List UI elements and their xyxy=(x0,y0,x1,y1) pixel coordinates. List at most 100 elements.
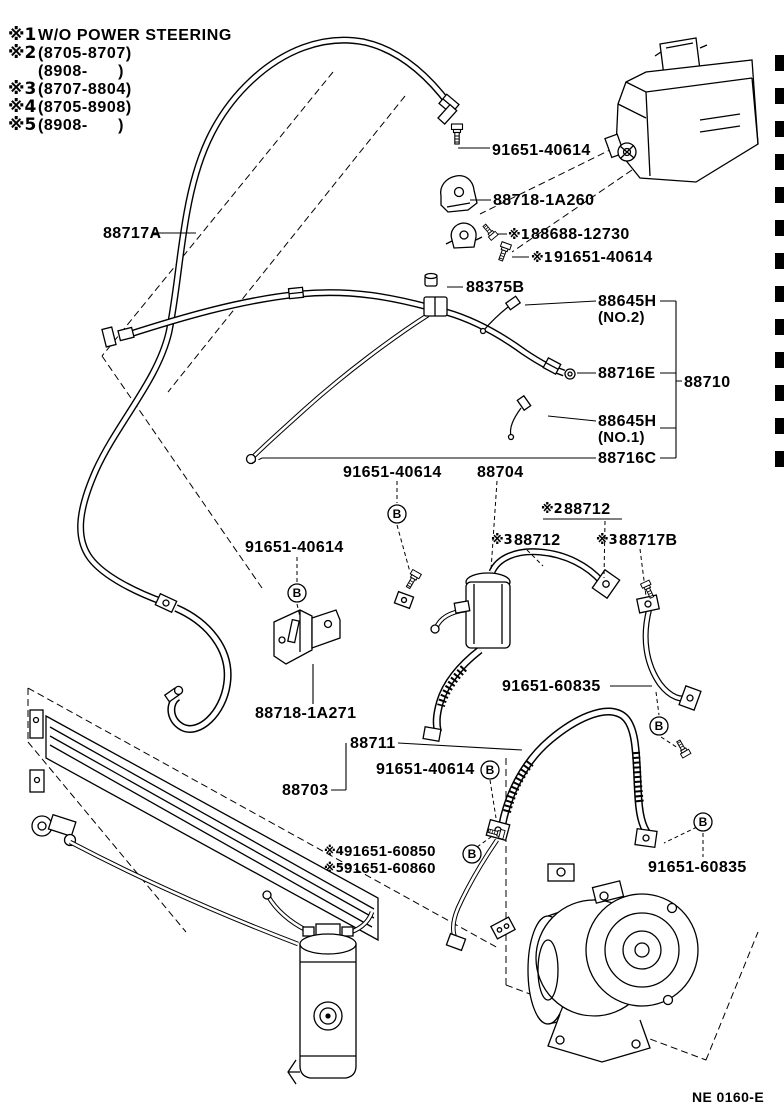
fitting-88716e xyxy=(564,368,576,380)
bolt-91651-40614-top xyxy=(450,123,464,145)
sensor-88645h-no1 xyxy=(507,394,532,441)
callout-88712a-marker: ※2 xyxy=(541,502,563,517)
callout-sensor-no2-sub: (NO.2) xyxy=(598,309,645,326)
compressor-port xyxy=(547,863,575,882)
callout-88711: 88711 xyxy=(350,735,396,752)
callout-88703: 88703 xyxy=(282,782,329,799)
callout-clamp-bolt-marker: ※1 xyxy=(531,251,553,266)
grommet-88375b xyxy=(424,272,438,287)
legend-text-1: W/O POWER STEERING xyxy=(38,27,232,44)
hose-88711-right-flange xyxy=(634,827,658,849)
reserve-tank xyxy=(604,37,759,183)
hose-88717b xyxy=(635,594,702,711)
pipe-left-nut xyxy=(117,326,135,342)
pipe-a-hook-end xyxy=(163,685,184,703)
legend-text-4: (8707-8804) xyxy=(38,81,132,98)
callout-60860: 91651-60860 xyxy=(344,860,436,877)
screw-88688-12730 xyxy=(480,221,499,241)
legend: ※1 W/O POWER STEERING ※2 (8705-8707) (89… xyxy=(8,25,232,135)
suction-pipe-end-flange xyxy=(445,932,467,952)
bolt-91651-40614-receiver xyxy=(403,569,422,591)
callout-bracket-1a260: 88718-1A260 xyxy=(493,192,594,209)
bracket-88718-1a271 xyxy=(273,609,341,665)
legend-marker-1: ※1 xyxy=(8,25,36,45)
callout-88712a: 88712 xyxy=(564,501,611,518)
callout-clamp-marker: ※1 xyxy=(508,228,530,243)
pipe-union-nut xyxy=(287,286,305,300)
sensor-88645h-no2 xyxy=(479,295,522,335)
legend-marker-4: ※3 xyxy=(8,79,36,99)
pipe-88717a xyxy=(77,36,460,733)
callout-60835-low: 91651-60835 xyxy=(648,859,747,876)
legend-marker-5: ※4 xyxy=(8,97,37,117)
legend-text-3: (8908- ) xyxy=(38,63,124,80)
fastener-ref-label: B xyxy=(293,586,302,600)
compressor xyxy=(527,863,699,1063)
fastener-ref-b-4: B xyxy=(480,760,500,780)
callout-88717b-marker: ※3 xyxy=(596,533,618,548)
callout-88704: 88704 xyxy=(477,464,524,481)
flange-88712 xyxy=(591,568,621,600)
callout-grommet-88375b: 88375B xyxy=(466,279,524,296)
construction-lines xyxy=(27,71,759,1061)
callout-sensor-no2: 88645H xyxy=(598,293,656,310)
hose-88711 xyxy=(445,707,658,952)
receiver-left-nut xyxy=(453,600,471,614)
leader-dashed-lines xyxy=(249,457,704,857)
fastener-ref-b-6: B xyxy=(693,812,713,832)
callouts: 91651-40614 88718-1A260 ※1 88688-12730 ※… xyxy=(103,142,747,877)
pipe-joint-plate xyxy=(490,916,516,940)
callout-60850-marker: ※4 xyxy=(324,844,344,858)
callout-bolt-receiver: 91651-40614 xyxy=(343,464,442,481)
fastener-ref-b-1: B xyxy=(387,504,407,524)
callout-60835-mid: 91651-60835 xyxy=(502,678,601,695)
callout-bracket-1a271: 88718-1A271 xyxy=(255,705,356,722)
fastener-ref-label: B xyxy=(393,507,402,521)
drier-bottle xyxy=(262,890,357,1085)
pipe-end-nut xyxy=(542,356,562,376)
clamp-88688-12730 xyxy=(445,222,483,249)
callout-88712b-marker: ※3 xyxy=(491,533,513,548)
condenser xyxy=(29,709,379,947)
fastener-ref-b-2: B xyxy=(287,583,307,603)
callout-88712b: 88712 xyxy=(514,532,561,549)
legend-text-6: (8908- ) xyxy=(38,117,124,134)
fastener-ref-label: B xyxy=(655,719,664,733)
pipe-a-lower-fitting xyxy=(154,592,178,614)
pipe-left-flange xyxy=(101,326,117,348)
receiver-bracket-tab xyxy=(393,590,415,610)
callout-bolt-bracket: 91651-40614 xyxy=(245,539,344,556)
callout-88717a: 88717A xyxy=(103,225,161,242)
callout-60850: 91651-60850 xyxy=(344,843,436,860)
callout-88716e: 88716E xyxy=(598,365,656,382)
callout-88710: 88710 xyxy=(684,374,731,391)
hose-88712-lower-flange xyxy=(422,725,442,743)
fastener-ref-label: B xyxy=(699,815,708,829)
receiver-stub-end xyxy=(430,624,440,634)
callout-bolt-88711: 91651-40614 xyxy=(376,761,475,778)
print-registration-marks xyxy=(775,55,784,467)
receiver-88704 xyxy=(393,548,621,743)
callout-sensor-no1: 88645H xyxy=(598,413,656,430)
fastener-ref-b-3: B xyxy=(649,716,669,736)
legend-marker-2: ※2 xyxy=(8,43,36,63)
legend-text-5: (8705-8908) xyxy=(38,99,132,116)
callout-88717b: 88717B xyxy=(619,532,677,549)
legend-marker-6: ※5 xyxy=(8,115,36,135)
callout-sensor-no1-sub: (NO.1) xyxy=(598,429,645,446)
bracket-88718-1a260 xyxy=(440,175,478,213)
leader-lines xyxy=(152,147,682,791)
callout-bolt-top: 91651-40614 xyxy=(492,142,591,159)
callout-88716c: 88716C xyxy=(598,450,656,467)
drawing-code: NE 0160-E xyxy=(692,1089,764,1105)
bolt-91651-60835-mid xyxy=(673,738,692,759)
fastener-ref-b-5: B xyxy=(462,844,482,864)
callout-60860-marker: ※5 xyxy=(324,861,344,875)
fastener-ref-label: B xyxy=(486,763,495,777)
pipe-c-end-fitting xyxy=(245,453,257,465)
fastener-ref-label: B xyxy=(468,847,477,861)
pipe-assembly-88710 xyxy=(101,272,576,465)
pipe-a-clamp xyxy=(437,103,458,125)
